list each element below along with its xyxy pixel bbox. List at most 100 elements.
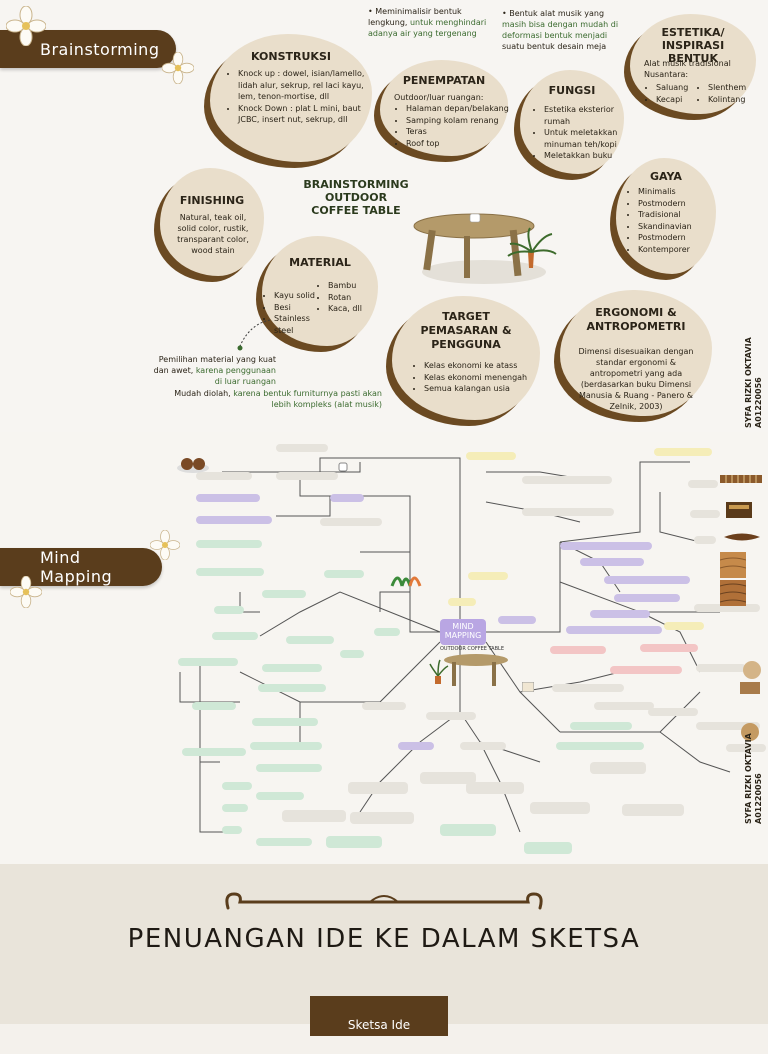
mind-map-node <box>610 666 682 674</box>
mind-map-node <box>282 810 346 822</box>
flower-icon <box>150 530 180 560</box>
penempatan-title: PENEMPATAN <box>402 74 486 87</box>
material-item: Besi <box>274 302 330 314</box>
center-title-line: COFFEE TABLE <box>311 204 401 217</box>
gaya-item: Tradisional <box>638 209 722 221</box>
author-name: SYFA RIZKI OKTAVIA <box>744 733 753 824</box>
mind-map-node <box>262 590 306 598</box>
estetika-bubble: ESTETIKA/ INSPIRASI BENTUK Alat musik tr… <box>630 14 756 114</box>
material-item: Stainless steel <box>274 313 330 336</box>
color-swatch-icon <box>741 723 759 741</box>
mind-map-center-subtitle: OUTDOOR COFFEE TABLE <box>440 646 504 652</box>
estetika-note-2: • Bentuk alat musik yang masih bisa deng… <box>502 9 619 51</box>
mind-map-node <box>214 606 244 614</box>
mind-map-node <box>550 646 606 654</box>
mind-map-node <box>374 628 400 636</box>
brainstorming-section: Brainstorming KONSTRUKSI Knock up : dowe… <box>0 0 768 432</box>
mind-mapping-section: Mind Mapping <box>0 432 768 864</box>
mind-map-node <box>398 742 434 750</box>
mind-map-node <box>330 494 364 502</box>
penempatan-item: Roof top <box>406 138 516 150</box>
note-highlight: karena bentuk furniturnya pasti akan leb… <box>233 389 382 409</box>
mind-map-node <box>448 598 476 606</box>
note-text: suatu bentuk desain meja <box>502 42 607 51</box>
mind-map-node <box>276 444 328 452</box>
center-title-line: BRAINSTORMING <box>303 178 409 191</box>
mind-map-node <box>640 644 698 652</box>
ergonomi-bubble: ERGONOMI & ANTROPOMETRI Dimensi disesuai… <box>560 290 712 416</box>
material-list-2: Bambu Rotan Kaca, dll <box>316 280 386 315</box>
mind-map-node <box>276 472 338 480</box>
mind-map-node <box>726 744 766 752</box>
mind-map-node <box>326 836 382 848</box>
gaya-item: Postmodern <box>638 232 722 244</box>
mind-map-node <box>694 536 716 544</box>
penempatan-item: Teras <box>406 126 516 138</box>
finishing-title: FINISHING <box>179 194 245 207</box>
mind-map-node <box>192 702 236 710</box>
mind-map-node <box>648 708 698 716</box>
sketch-title: PENUANGAN IDE KE DALAM SKETSA <box>127 924 641 954</box>
estetika-list-2: Slenthem Kolintang <box>696 82 764 105</box>
note-text: Mudah diolah, <box>174 389 234 398</box>
fungsi-list: Estetika eksterior rumah Untuk meletakka… <box>532 104 628 162</box>
estetika-note-1: • Meminimalisir bentuk lengkung, untuk m… <box>368 7 487 38</box>
author-id: A01220056 <box>754 773 763 824</box>
note-text: Bentuk alat musik yang <box>509 9 605 18</box>
finishing-bubble: FINISHING Natural, teak oil, solid color… <box>160 168 264 276</box>
mind-map-node <box>262 664 322 672</box>
gaya-item: Postmodern <box>638 198 722 210</box>
mind-map-node <box>286 636 334 644</box>
mind-map-node <box>256 764 322 772</box>
note-highlight: karena penggunaan di luar ruangan <box>195 366 276 386</box>
mind-map-node <box>460 742 506 750</box>
mind-map-node <box>256 792 304 800</box>
brainstorming-tab-label: Brainstorming <box>40 39 160 59</box>
mind-map-node <box>340 650 364 658</box>
mind-map-node <box>440 824 496 836</box>
coffee-table-mini-illustration <box>429 654 508 686</box>
color-swatch-icon <box>740 682 760 694</box>
mind-map-node <box>590 762 646 774</box>
penempatan-list: Halaman depan/belakang Samping kolam ren… <box>394 103 516 149</box>
gaya-item: Minimalis <box>638 186 722 198</box>
mind-map-node <box>594 702 654 710</box>
connector-line <box>237 319 271 351</box>
mind-map-node <box>178 658 238 666</box>
mind-map-node <box>222 826 242 834</box>
estetika-title: ESTETIKA/ INSPIRASI BENTUK <box>661 26 725 65</box>
mind-map-node <box>196 568 264 576</box>
mind-map-node <box>614 594 680 602</box>
mind-map-node <box>222 782 252 790</box>
mind-map-node <box>694 604 760 612</box>
author-id: A01220056 <box>754 377 763 428</box>
mind-map-node <box>196 494 260 502</box>
mind-map-node <box>182 748 246 756</box>
mind-map-node <box>696 722 760 730</box>
mind-map-node <box>664 622 704 630</box>
mind-map-node <box>320 518 382 526</box>
cup-icon <box>338 462 348 472</box>
estetika-item: Kecapi <box>656 94 706 106</box>
note-highlight: masih bisa dengan mudah di deformasi ben… <box>502 20 619 40</box>
mind-map-node <box>580 558 644 566</box>
plant-icon <box>390 576 422 587</box>
sketch-section: PENUANGAN IDE KE DALAM SKETSA Sketsa Ide <box>0 864 768 1036</box>
mind-map-node <box>256 838 312 846</box>
mind-mapping-tab-label: Mind Mapping <box>40 548 113 586</box>
fungsi-item: Meletakkan buku <box>544 150 628 162</box>
konstruksi-list: Knock up : dowel, isian/lamello, lidah a… <box>226 68 366 126</box>
material-note-2: Mudah diolah, karena bentuk furniturnya … <box>156 388 382 410</box>
wood-texture-icon <box>720 580 746 606</box>
mind-map-node <box>196 472 252 480</box>
mind-map-node <box>696 664 746 672</box>
mind-map-node <box>222 804 248 812</box>
ornament-divider <box>225 892 543 910</box>
estetika-intro: Alat musik tradisional Nusantara: <box>644 59 731 79</box>
mind-map-node <box>566 626 662 634</box>
instrument-icon <box>720 475 762 483</box>
gaya-item: Skandinavian <box>638 221 722 233</box>
estetika-item: Kolintang <box>708 94 764 106</box>
material-item: Rotan <box>328 292 386 304</box>
estetika-item: Saluang <box>656 82 706 94</box>
